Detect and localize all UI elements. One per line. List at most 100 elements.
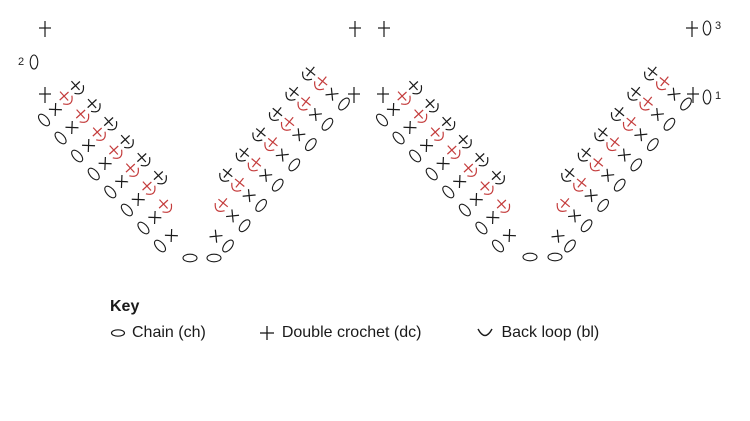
chain-stitch bbox=[375, 113, 389, 127]
back-loop-stitch bbox=[589, 157, 604, 172]
back-loop-stitch bbox=[408, 80, 423, 95]
double-crochet-stitch bbox=[386, 102, 400, 117]
chain-stitch bbox=[475, 221, 488, 235]
back-loop-stitch bbox=[214, 197, 229, 212]
chain-icon bbox=[110, 329, 126, 337]
key-label-chain: Chain (ch) bbox=[132, 324, 206, 341]
chain-stitch bbox=[120, 203, 133, 217]
back-loop-stitch bbox=[573, 177, 587, 192]
double-crochet-stitch bbox=[420, 138, 434, 153]
double-crochet-stitch bbox=[82, 138, 96, 153]
back-loop-stitch bbox=[280, 116, 295, 131]
back-loop-stitch bbox=[561, 167, 575, 182]
back-loop-icon bbox=[477, 328, 494, 337]
chain-stitch bbox=[304, 138, 317, 152]
back-loop-stitch bbox=[480, 181, 494, 195]
back-loop-stitch bbox=[125, 163, 140, 177]
double-crochet-stitch bbox=[98, 156, 112, 171]
key-item-back-loop: Back loop (bl) bbox=[475, 324, 599, 342]
double-crochet-stitch bbox=[325, 87, 339, 101]
chain-stitch bbox=[522, 252, 538, 262]
back-loop-stitch bbox=[314, 76, 328, 91]
chain-stitch bbox=[71, 149, 84, 163]
key-label-double-crochet: Double crochet (dc) bbox=[281, 324, 422, 341]
row-label-3: 3 bbox=[715, 20, 722, 32]
back-loop-stitch bbox=[644, 66, 658, 81]
back-loop-stitch bbox=[158, 199, 173, 213]
double-crochet-stitch bbox=[551, 229, 565, 243]
chain-stitch bbox=[288, 158, 301, 172]
chain-stitch bbox=[702, 20, 712, 36]
key-label-back-loop: Back loop (bl) bbox=[501, 324, 600, 341]
back-loop-stitch bbox=[92, 127, 106, 141]
double-crochet-stitch bbox=[65, 120, 79, 135]
row-label-2: 2 bbox=[18, 56, 25, 68]
key-item-double-crochet: Double crochet (dc) bbox=[258, 324, 422, 342]
double-crochet-stitch bbox=[502, 228, 516, 243]
turning-stitch bbox=[348, 87, 360, 103]
double-crochet-stitch bbox=[486, 210, 500, 225]
double-crochet-icon bbox=[259, 326, 274, 340]
back-loop-stitch bbox=[59, 91, 73, 105]
back-loop-stitch bbox=[491, 170, 505, 185]
double-crochet-stitch bbox=[568, 209, 582, 223]
chain-stitch bbox=[580, 219, 593, 233]
chain-stitch bbox=[442, 185, 455, 199]
chain-stitch bbox=[271, 178, 284, 192]
double-crochet-stitch bbox=[164, 228, 178, 243]
chain-stitch bbox=[153, 239, 167, 253]
chain-stitch bbox=[182, 253, 198, 263]
chain-stitch bbox=[137, 221, 150, 235]
double-crochet-stitch bbox=[584, 189, 598, 203]
back-loop-stitch bbox=[610, 107, 625, 122]
double-crochet-stitch bbox=[275, 148, 289, 162]
chain-stitch bbox=[547, 252, 563, 262]
key-legend: Key Chain (ch) Double crochet (dc) Back … bbox=[110, 298, 599, 342]
back-loop-stitch bbox=[463, 163, 478, 177]
back-loop-stitch bbox=[413, 109, 428, 123]
back-loop-stitch bbox=[446, 145, 461, 159]
back-loop-stitch bbox=[268, 107, 283, 122]
double-crochet-stitch bbox=[469, 192, 483, 207]
back-loop-stitch bbox=[397, 91, 411, 105]
chain-stitch bbox=[564, 239, 576, 253]
back-loop-stitch bbox=[639, 96, 653, 111]
back-loop-stitch bbox=[577, 147, 592, 162]
back-loop-stitch bbox=[153, 170, 167, 185]
back-loop-stitch bbox=[219, 167, 233, 182]
back-loop-stitch bbox=[142, 181, 156, 195]
turning-stitch bbox=[349, 21, 361, 37]
chain-stitch bbox=[613, 178, 626, 192]
chain-stitch bbox=[104, 185, 117, 199]
double-crochet-stitch bbox=[436, 156, 450, 171]
back-loop-stitch bbox=[70, 80, 85, 95]
double-crochet-stitch bbox=[48, 102, 62, 117]
key-title: Key bbox=[110, 298, 140, 315]
double-crochet-stitch bbox=[148, 210, 162, 225]
turning-stitch bbox=[39, 87, 51, 103]
double-crochet-stitch bbox=[292, 128, 306, 142]
back-loop-stitch bbox=[108, 145, 123, 159]
turning-stitch bbox=[687, 87, 699, 103]
chain-stitch bbox=[458, 203, 471, 217]
chain-stitch bbox=[680, 97, 692, 111]
back-loop-stitch bbox=[441, 116, 456, 131]
back-loop-stitch bbox=[75, 109, 90, 123]
back-loop-stitch bbox=[458, 134, 472, 149]
chain-stitch bbox=[597, 198, 610, 212]
chain-stitch bbox=[425, 167, 438, 181]
back-loop-stitch bbox=[302, 66, 316, 81]
chain-stitch bbox=[409, 149, 422, 163]
back-loop-stitch bbox=[425, 98, 439, 113]
chain-stitch bbox=[54, 131, 67, 145]
back-loop-stitch bbox=[235, 147, 250, 162]
chain-stitch bbox=[663, 117, 676, 131]
double-crochet-stitch bbox=[617, 148, 631, 162]
double-crochet-stitch bbox=[634, 128, 648, 142]
double-crochet-stitch bbox=[209, 229, 223, 243]
back-loop-stitch bbox=[656, 76, 670, 91]
chain-stitch bbox=[87, 167, 100, 181]
back-loop-stitch bbox=[136, 152, 151, 167]
double-crochet-stitch bbox=[308, 107, 322, 122]
